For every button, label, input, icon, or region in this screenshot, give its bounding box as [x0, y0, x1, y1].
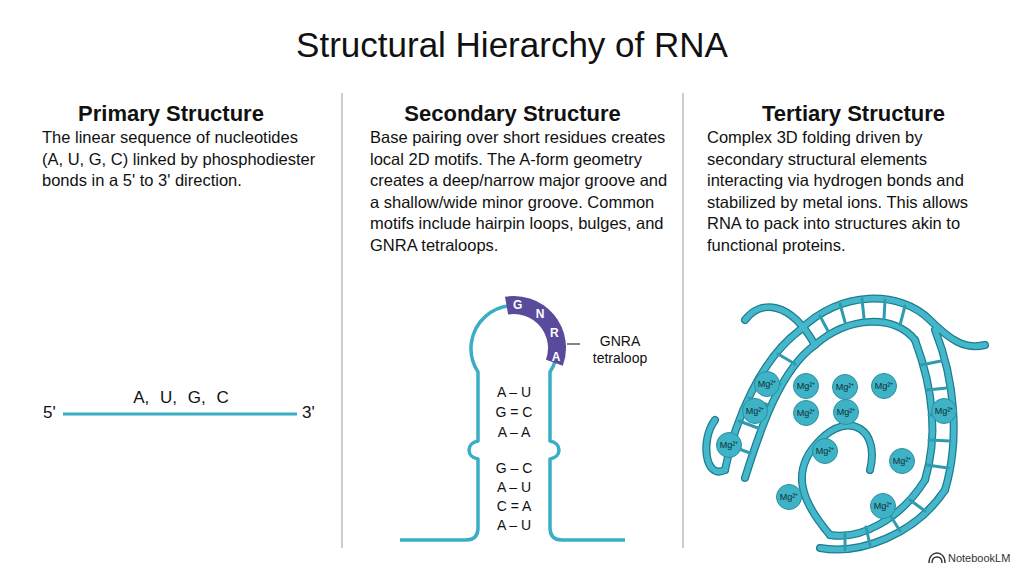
leader-line [567, 343, 580, 344]
strand-end-label: 5' [43, 403, 61, 423]
metal-ion: Mg²⁺ [812, 438, 838, 464]
hairpin-backbone [400, 305, 625, 540]
loop-nucleotide: G [513, 298, 522, 312]
tetraloop-shape [490, 290, 574, 382]
column-divider [683, 93, 684, 548]
metal-ion: Mg²⁺ [776, 484, 802, 510]
tetraloop-arc: GNRA [490, 290, 574, 382]
ion-label: Mg²⁺ [893, 456, 912, 467]
diagram-title: Structural Hierarchy of RNA [0, 24, 1024, 66]
metal-ion: Mg²⁺ [716, 432, 742, 458]
metal-ion: Mg²⁺ [832, 374, 858, 400]
metal-ion: Mg²⁺ [793, 373, 819, 399]
base-pair-rungs [731, 299, 950, 550]
base-pair: A – A [484, 423, 544, 441]
ion-label: Mg²⁺ [837, 407, 856, 418]
watermark-icon [929, 553, 945, 563]
base-pair: G = C [484, 403, 544, 421]
body-text: Complex 3D folding driven by secondary s… [707, 127, 1001, 256]
loop-nucleotide: R [550, 326, 559, 340]
base-pair: G – C [484, 459, 544, 477]
section-heading: Secondary Structure [342, 100, 683, 127]
metal-ion: Mg²⁺ [793, 400, 819, 426]
ion-label: Mg²⁺ [935, 406, 954, 417]
ion-label: Mg²⁺ [797, 381, 816, 392]
body-text: Base pairing over short residues creates… [370, 127, 675, 256]
ion-label: Mg²⁺ [797, 408, 816, 419]
metal-ion: Mg²⁺ [742, 398, 768, 424]
section-heading: Primary Structure [0, 100, 342, 127]
ion-label: Mg²⁺ [816, 446, 835, 457]
column-divider [342, 93, 343, 548]
base-pair: C = A [484, 497, 544, 515]
rna-tertiary-fold [706, 299, 985, 550]
body-text: The linear sequence of nucleotides (A, U… [42, 127, 316, 192]
base-pair: A – U [484, 478, 544, 496]
loop-nucleotide: N [536, 307, 545, 321]
ion-label: Mg²⁺ [746, 406, 765, 417]
metal-ion: Mg²⁺ [931, 398, 957, 424]
watermark: NotebookLM [948, 551, 1010, 565]
metal-ion: Mg²⁺ [754, 371, 780, 397]
nucleotide-list: A, U, G, C [81, 388, 281, 408]
metal-ion: Mg²⁺ [833, 399, 859, 425]
ion-label: Mg²⁺ [758, 379, 777, 390]
base-pair: A – U [484, 383, 544, 401]
tetraloop-band [507, 305, 557, 363]
base-pair: A – U [484, 516, 544, 534]
ion-label: Mg²⁺ [836, 382, 855, 393]
ion-label: Mg²⁺ [874, 501, 893, 512]
ion-label: Mg²⁺ [875, 381, 894, 392]
ribbon-fill [706, 299, 985, 550]
rna-strand [63, 413, 297, 416]
ion-label: Mg²⁺ [780, 492, 799, 503]
metal-ion: Mg²⁺ [889, 448, 915, 474]
section-heading: Tertiary Structure [683, 100, 1024, 127]
metal-ion: Mg²⁺ [871, 373, 897, 399]
metal-ion: Mg²⁺ [870, 493, 896, 519]
callout-label: GNRA tetraloop [583, 333, 657, 367]
ion-label: Mg²⁺ [720, 440, 739, 451]
strand-end-label: 3' [302, 403, 320, 423]
ribbon-outline [706, 299, 985, 550]
loop-nucleotide: A [552, 350, 561, 364]
